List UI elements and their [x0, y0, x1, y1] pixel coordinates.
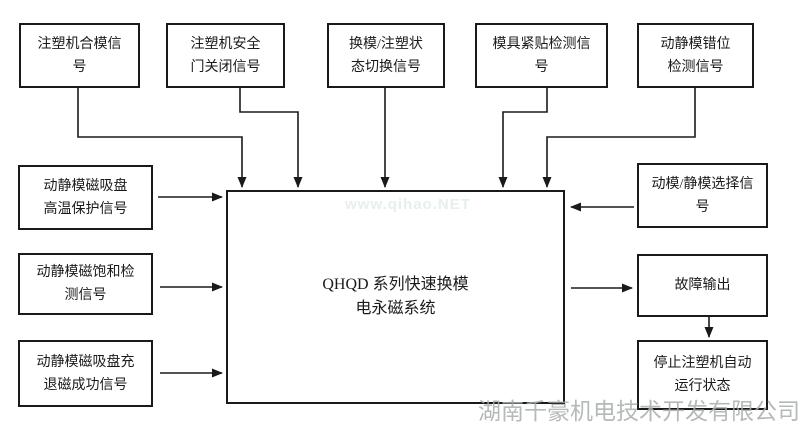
box-label: 动静模错位检测信号 — [660, 36, 731, 75]
box-label: 停止注塑机自动运行状态 — [653, 356, 752, 394]
box-label: 注塑机安全门关闭信号 — [190, 36, 261, 75]
watermark-site: www.qihao.NET — [345, 196, 471, 213]
box-mold-misalign-detect-signal: 动静模错位检测信号 — [637, 23, 754, 88]
box-label: 注塑机合模信号 — [37, 36, 122, 75]
box-label: 动静模磁吸盘充退磁成功信号 — [36, 354, 135, 393]
box-mold-select-signal: 动模/静模选择信号 — [637, 163, 768, 228]
box-label: 动静模磁吸盘高温保护信号 — [43, 178, 128, 217]
arrow-mold-contact-to-center — [498, 88, 548, 188]
box-demag-success-signal: 动静模磁吸盘充退磁成功信号 — [18, 340, 153, 407]
arrow-mold-close-to-center — [77, 88, 247, 188]
box-mode-switch-signal: 换模/注塑状态切换信号 — [327, 23, 445, 88]
box-label: 换模/注塑状态切换信号 — [349, 36, 423, 75]
box-label: 故障输出 — [674, 278, 731, 293]
box-label: 动静模磁饱和检测信号 — [36, 265, 135, 303]
box-label: 模具紧贴检测信号 — [492, 36, 591, 75]
box-label: 动模/静模选择信号 — [651, 176, 754, 215]
center-system-title: QHQD 系列快速换模电永磁系统 — [322, 276, 469, 317]
arrow-misalign-to-center — [542, 88, 696, 188]
watermark-company: 湖南千豪机电技术开发有限公司 — [478, 399, 800, 424]
box-magnetic-saturation-signal: 动静模磁饱和检测信号 — [18, 253, 153, 315]
box-mold-contact-detect-signal: 模具紧贴检测信号 — [475, 23, 608, 88]
box-safety-door-closed-signal: 注塑机安全门关闭信号 — [166, 23, 285, 88]
box-injection-mold-close-signal: 注塑机合模信号 — [19, 23, 140, 88]
box-chuck-overtemp-signal: 动静模磁吸盘高温保护信号 — [18, 165, 153, 230]
arrow-safety-door-to-center — [239, 88, 303, 188]
box-center-system: QHQD 系列快速换模电永磁系统 — [226, 190, 565, 404]
box-fault-output: 故障输出 — [637, 254, 768, 317]
box-stop-auto-run-status: 停止注塑机自动运行状态 — [637, 340, 768, 410]
